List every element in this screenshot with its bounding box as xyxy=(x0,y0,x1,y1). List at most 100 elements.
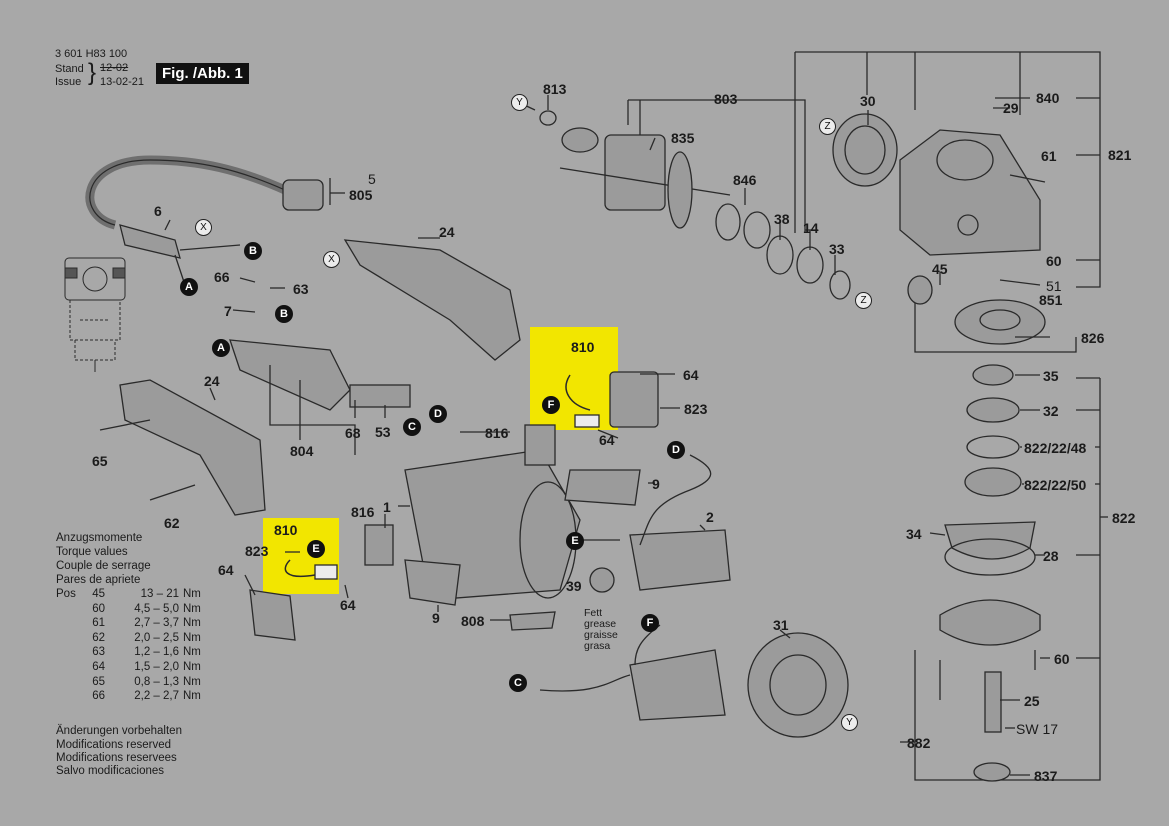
part-label-813: 813 xyxy=(543,81,567,97)
torque-pos: 61 xyxy=(92,617,105,630)
part-label-63: 63 xyxy=(293,281,309,297)
part-label-28: 28 xyxy=(1043,548,1059,564)
torque-range: 1,2 – 1,6 xyxy=(134,646,179,659)
modifications-fr: Modifications reservees xyxy=(56,752,177,764)
callout-a: A xyxy=(212,339,230,357)
part-label-60-top: 60 xyxy=(1046,253,1062,269)
document-code: 3 601 H83 100 xyxy=(55,48,128,60)
torque-unit: Nm xyxy=(183,617,201,630)
part-label-810-lower: 810 xyxy=(274,522,298,538)
part-label-65: 65 xyxy=(92,453,108,469)
grease-en: grease xyxy=(584,618,617,630)
torque-title-fr: Couple de serrage xyxy=(56,560,151,572)
torque-pos: 60 xyxy=(92,602,105,615)
part-label-2: 2 xyxy=(706,509,714,525)
part-label-805: 805 xyxy=(349,187,373,203)
part-label-61: 61 xyxy=(1041,148,1057,164)
part-label-804: 804 xyxy=(290,443,314,459)
wrench-size-label: SW 17 xyxy=(1016,721,1059,737)
part-label-9-lower: 9 xyxy=(432,610,440,626)
torque-pos: 45 xyxy=(92,588,105,600)
torque-unit: Nm xyxy=(183,588,201,600)
part-label-64-upper: 64 xyxy=(599,432,615,448)
torque-title-es: Pares de apriete xyxy=(56,574,141,586)
callout-y: Y xyxy=(841,714,858,731)
part-label-7: 7 xyxy=(224,303,232,319)
torque-range: 2,2 – 2,7 xyxy=(134,690,179,703)
part-label-826: 826 xyxy=(1081,330,1105,346)
part-label-62: 62 xyxy=(164,515,180,531)
figure-label: Fig. /Abb. 1 xyxy=(156,63,249,84)
part-label-6: 6 xyxy=(154,203,162,219)
callout-e: E xyxy=(566,532,584,550)
highlight-brush-holder-lower xyxy=(263,518,339,594)
part-label-835: 835 xyxy=(671,130,695,146)
callout-z: Z xyxy=(855,292,872,309)
torque-range: 1,5 – 2,0 xyxy=(134,660,179,673)
part-label-803: 803 xyxy=(714,91,738,107)
torque-range: 2,7 – 3,7 xyxy=(134,617,179,630)
part-label-34: 34 xyxy=(906,526,922,542)
modifications-en: Modifications reserved xyxy=(56,739,172,751)
callout-d: D xyxy=(429,405,447,423)
grease-es: grasa xyxy=(584,640,611,652)
torque-range: 4,5 – 5,0 xyxy=(134,602,179,615)
part-label-823-upper: 823 xyxy=(684,401,708,417)
callout-f: F xyxy=(641,614,659,632)
torque-pos: 64 xyxy=(92,660,105,673)
callout-d: D xyxy=(667,441,685,459)
part-label-14: 14 xyxy=(803,220,819,236)
part-label-45: 45 xyxy=(932,261,948,277)
torque-unit: Nm xyxy=(183,631,201,644)
stand-value: 12-02 xyxy=(100,62,129,74)
callout-e: E xyxy=(307,540,325,558)
grease-fr: graisse xyxy=(584,629,618,641)
highlight-brush-holder-upper xyxy=(530,327,618,430)
callout-x: X xyxy=(195,219,212,236)
torque-row: 61 2,7 – 3,7 Nm xyxy=(56,616,213,631)
part-label-810-upper: 810 xyxy=(571,339,595,355)
callout-b: B xyxy=(275,305,293,323)
part-label-24-top: 24 xyxy=(439,224,455,240)
part-label-822-22-50: 822/22/50 xyxy=(1024,477,1087,493)
torque-unit: Nm xyxy=(183,675,201,688)
part-label-5: 5 xyxy=(368,171,376,187)
modifications-de: Änderungen vorbehalten xyxy=(56,725,182,737)
modifications-es: Salvo modificaciones xyxy=(56,765,165,777)
issue-value: 13-02-21 xyxy=(100,76,145,88)
part-label-64-lower-left: 64 xyxy=(218,562,234,578)
part-label-68: 68 xyxy=(345,425,361,441)
part-label-24-side: 24 xyxy=(204,373,220,389)
part-label-9-upper: 9 xyxy=(652,476,660,492)
part-label-816-lower: 816 xyxy=(351,504,375,520)
torque-range: 0,8 – 1,3 xyxy=(134,675,179,688)
part-label-64-upper-right: 64 xyxy=(683,367,699,383)
part-label-821: 821 xyxy=(1108,147,1132,163)
part-label-1: 1 xyxy=(383,499,391,515)
callout-z: Z xyxy=(819,118,836,135)
part-label-66: 66 xyxy=(214,269,230,285)
torque-title-de: Anzugsmomente xyxy=(56,532,143,544)
part-label-846: 846 xyxy=(733,172,757,188)
part-label-35: 35 xyxy=(1043,368,1059,384)
part-label-64-lower: 64 xyxy=(340,597,356,613)
pos-label: Pos xyxy=(56,588,76,600)
callout-y: Y xyxy=(511,94,528,111)
part-label-808: 808 xyxy=(461,613,485,629)
part-label-851: 851 xyxy=(1039,292,1063,308)
part-label-31: 31 xyxy=(773,617,789,633)
part-label-816-upper: 816 xyxy=(485,425,509,441)
torque-pos: 66 xyxy=(92,690,105,703)
part-label-822: 822 xyxy=(1112,510,1136,526)
torque-title-en: Torque values xyxy=(56,546,128,558)
